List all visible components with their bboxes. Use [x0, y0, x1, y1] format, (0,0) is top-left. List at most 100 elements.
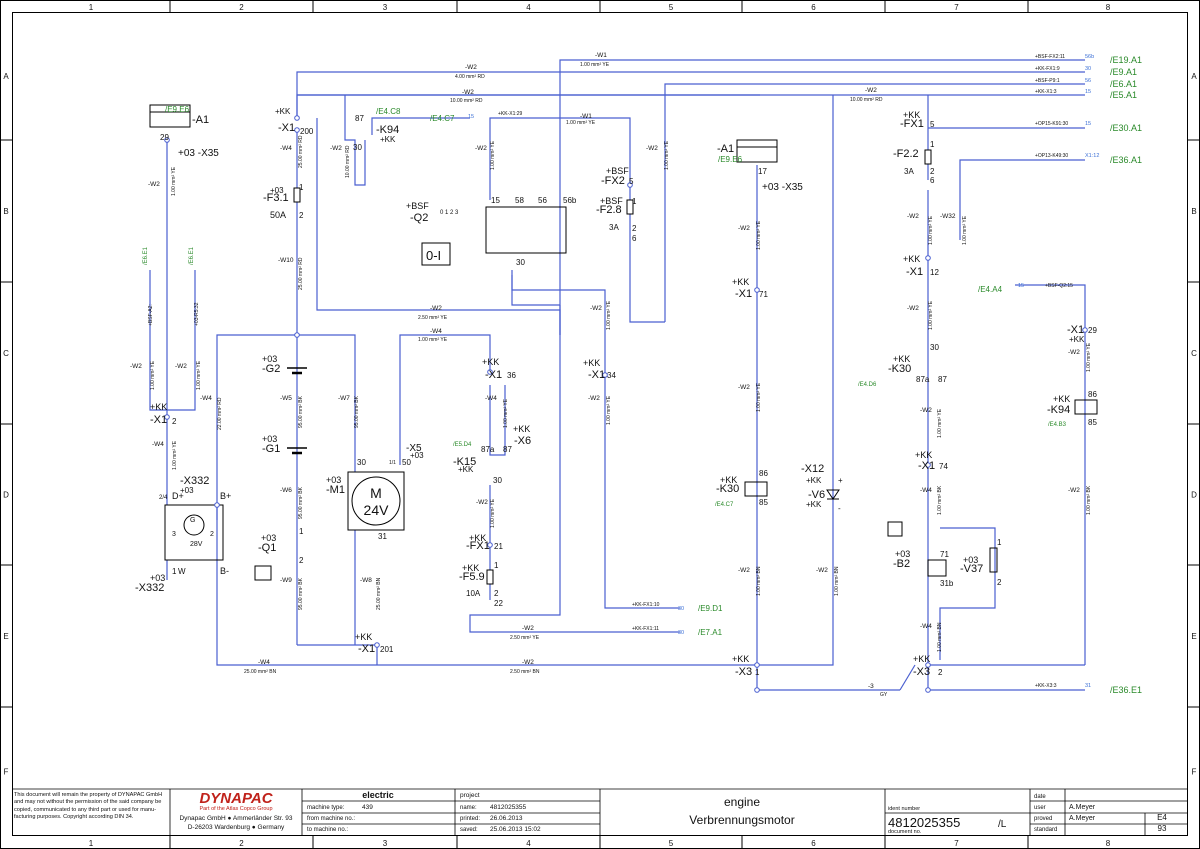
target-ref[interactable]: /E19.A1 [1110, 55, 1142, 65]
pin: 29 [160, 133, 169, 142]
comp-g2: -G2 [262, 363, 280, 375]
wire-spec: 1.00 mm² YE [196, 360, 202, 390]
wire-label: -W2 [1068, 349, 1080, 356]
grid-col-8-bottom: 8 [1106, 839, 1111, 848]
target-ref[interactable]: /E9.A1 [1110, 67, 1137, 77]
target-ref[interactable]: /E30.A1 [1110, 123, 1142, 133]
wire-label: -W6 [280, 487, 292, 494]
printed-label: printed: [460, 816, 480, 822]
wire-tag: +BSF-FX2:11 [1035, 54, 1065, 60]
comp-f31: -F3.1 [263, 192, 289, 204]
target-ref[interactable]: /E36.A1 [1110, 155, 1142, 165]
pin: 31 [378, 532, 387, 541]
loc: +KK [1069, 335, 1085, 344]
cross-ref[interactable]: /E9.E6 [718, 155, 743, 164]
wire-label: -W2 [475, 145, 487, 152]
wire-label: -W9 [280, 577, 292, 584]
grid-col-3-bottom: 3 [383, 839, 388, 848]
cross-ref[interactable]: /E6.E1 [189, 246, 195, 265]
wire-spec: 1.00 mm² YE [606, 395, 612, 425]
q1-symbol [254, 565, 272, 581]
cross-ref[interactable]: /E4.D6 [858, 382, 877, 388]
grid-row-F-left: F [4, 768, 9, 777]
wire-label: -W2 [646, 145, 658, 152]
pin: 2 [997, 578, 1002, 587]
comp-x1: -X1 [278, 122, 295, 134]
wire-label: -W2 [590, 305, 602, 312]
pin: 21 [494, 542, 503, 551]
address-line-2: D-26203 Wardenburg ● Germany [188, 824, 285, 831]
alternator-symbol [183, 514, 205, 536]
pin: 1 [997, 538, 1002, 547]
target-ref[interactable]: /E5.A1 [1110, 90, 1137, 100]
title-verbrennungsmotor: Verbrennungsmotor [689, 813, 794, 827]
cross-ref[interactable]: /E4.A4 [978, 285, 1003, 294]
switch-positions: 0 1 2 3 [440, 210, 459, 216]
pin: 201 [380, 645, 394, 654]
comp-x332: -X332 [180, 475, 209, 487]
alt-g: G [190, 517, 195, 524]
grid-col-5-bottom: 5 [669, 839, 674, 848]
grid-row-D-left: D [3, 491, 9, 500]
wire-num: 31 [1085, 683, 1091, 689]
pin: 87a [481, 445, 495, 454]
wire-label: -W4 [152, 441, 164, 448]
cross-ref[interactable]: /E9.D1 [698, 604, 723, 613]
loc: +03 [150, 573, 165, 583]
loc: +KK [903, 110, 920, 120]
grid-col-6-bottom: 6 [811, 839, 816, 848]
wire-label: -W2 [907, 305, 919, 312]
switch-state: 0-I [426, 248, 441, 263]
pin: 86 [759, 469, 768, 478]
standard-label: standard [1034, 827, 1057, 833]
cross-ref[interactable]: /E4.C8 [376, 107, 401, 116]
wire-spec: 1.00 mm² BK [937, 485, 943, 515]
wire-label: -W2 [920, 407, 932, 414]
wire-label: -W4 [485, 395, 497, 402]
grid-col-7-bottom: 7 [954, 839, 959, 848]
wire-label: -W2 [588, 395, 600, 402]
motor-voltage: 24V [364, 502, 390, 518]
pin: 30 [353, 143, 362, 152]
pin: 1 [930, 140, 935, 149]
wire-label: -W10 [278, 257, 294, 264]
saved-value: 25.06.2013 15:02 [490, 826, 541, 833]
loc: +KK [583, 358, 600, 368]
wire-num: 15 [1018, 283, 1024, 289]
cross-ref[interactable]: /E5.D4 [453, 442, 472, 448]
wire-spec: +KK-X1:29 [498, 111, 523, 117]
copyright-notice: This document will remain the property o… [14, 792, 163, 820]
pin: 56b [563, 196, 577, 205]
cross-ref[interactable]: /E6.E1 [143, 246, 149, 265]
wire-spec: 1.00 mm² YE [606, 300, 612, 330]
ident-suffix: /L [998, 819, 1007, 830]
target-ref[interactable]: /E36.E1 [1110, 685, 1142, 695]
pin: 2 [299, 556, 304, 565]
cross-ref[interactable]: /E7.A1 [698, 628, 723, 637]
cross-ref[interactable]: /E9.E6 [165, 105, 190, 114]
loc: +03 [261, 533, 276, 543]
wire-label: -W5 [280, 395, 292, 402]
cross-ref[interactable]: /E4.C7 [715, 502, 734, 508]
a1-left-box [149, 104, 191, 128]
name-label: name: [460, 805, 477, 811]
wire-num: 15 [468, 114, 474, 120]
proved-value: A.Meyer [1069, 815, 1096, 822]
grid-col-4-top: 4 [526, 3, 531, 12]
wire-spec: 1.00 mm² YE [962, 215, 968, 245]
wire-label: -W2 [865, 87, 877, 94]
wire-label: -W2 [175, 363, 187, 370]
wire-label: -W2 [738, 384, 750, 391]
comp-fx1: -FX1 [466, 540, 490, 552]
grid-col-2-top: 2 [239, 3, 244, 12]
target-ref[interactable]: /E6.A1 [1110, 79, 1137, 89]
cross-ref[interactable]: /E4.C7 [430, 114, 455, 123]
wire-spec: 22.00 mm² RD [217, 397, 223, 430]
pin: 50 [402, 458, 411, 467]
comp-x3: -X3 [735, 666, 752, 678]
wire-spec: 4.00 mm² RD [455, 74, 485, 80]
cross-ref[interactable]: /E4.B3 [1048, 422, 1067, 428]
comp-f22: -F2.2 [893, 148, 919, 160]
grid-row-F-right: F [1192, 768, 1197, 777]
